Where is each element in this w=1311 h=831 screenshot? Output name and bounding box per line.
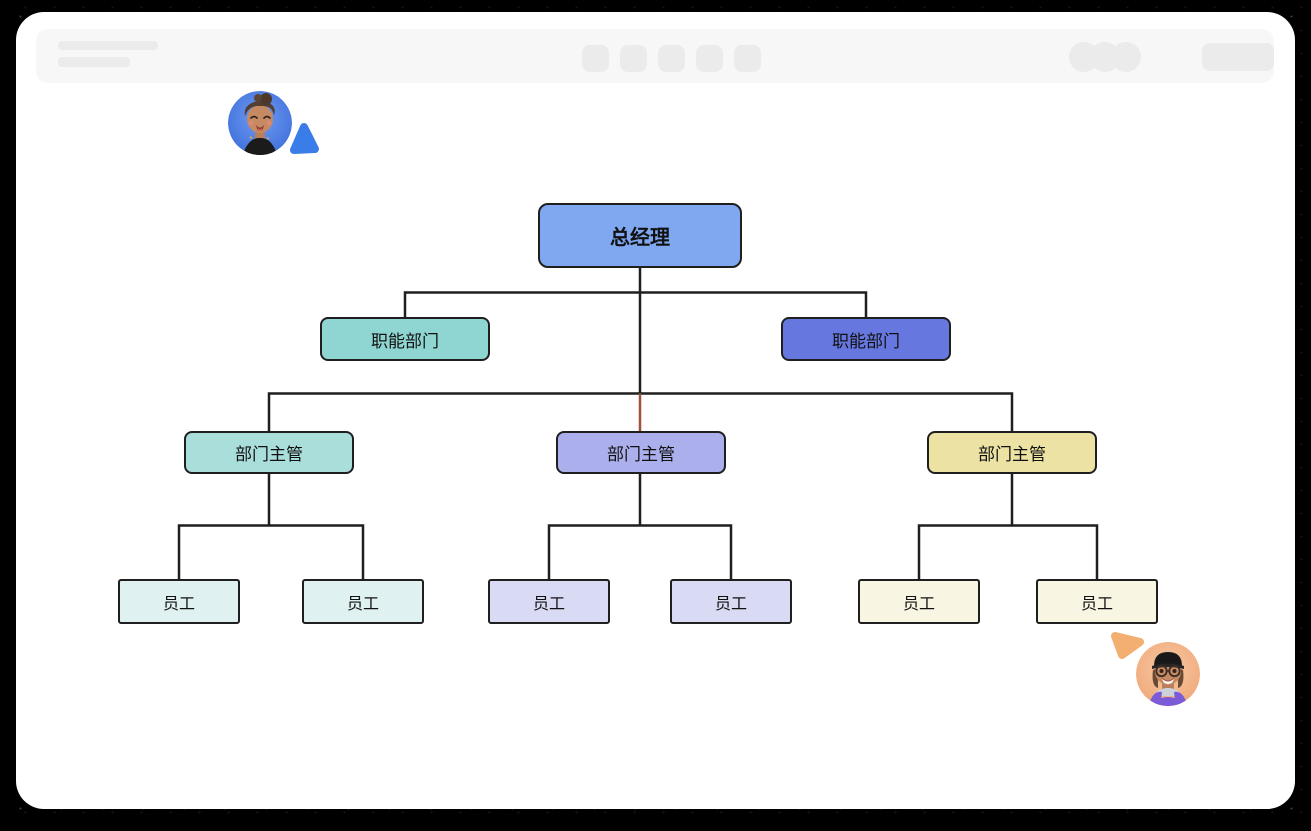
connector-level2	[403, 291, 868, 317]
org-node-label: 职能部门	[371, 331, 439, 351]
connector-group-middle	[547, 474, 733, 579]
org-node-label: 职能部门	[832, 331, 900, 351]
diagram-canvas[interactable]: 总经理 职能部门 职能部门 部门主管 部门主管 部门主管 员工 员工 员工 员工	[16, 12, 1295, 809]
browser-window: 总经理 职能部门 职能部门 部门主管 部门主管 部门主管 员工 员工 员工 员工	[16, 12, 1295, 809]
org-node-employee-1[interactable]: 员工	[118, 579, 240, 624]
browser-toolbar	[36, 29, 1274, 83]
org-node-employee-5[interactable]: 员工	[858, 579, 980, 624]
collaborator-avatar-placeholder	[1111, 42, 1141, 72]
org-node-label: 员工	[714, 595, 747, 613]
cursor-pointer-icon	[1111, 632, 1144, 659]
org-node-supervisor-right[interactable]: 部门主管	[927, 431, 1097, 474]
org-node-label: 员工	[902, 595, 935, 613]
collaborator-avatar-blue	[228, 91, 292, 155]
org-node-functional-dept-right[interactable]: 职能部门	[781, 317, 951, 361]
org-node-label: 员工	[1080, 595, 1113, 613]
org-node-supervisor-middle[interactable]: 部门主管	[556, 431, 726, 474]
org-node-label: 员工	[162, 595, 195, 613]
collaborator-cursor-blue	[285, 119, 325, 164]
org-node-employee-2[interactable]: 员工	[302, 579, 424, 624]
cursor-pointer-icon	[290, 123, 319, 154]
org-node-label: 员工	[346, 595, 379, 613]
collaborator-avatar-orange	[1136, 642, 1200, 706]
org-node-label: 总经理	[610, 227, 670, 249]
connector-group-left	[177, 474, 365, 579]
org-node-employee-4[interactable]: 员工	[670, 579, 792, 624]
org-node-label: 部门主管	[235, 445, 303, 464]
toolbar-tool-button[interactable]	[696, 45, 723, 72]
org-node-general-manager[interactable]: 总经理	[538, 203, 742, 268]
toolbar-skeleton-line	[58, 41, 158, 50]
toolbar-skeleton-line	[58, 57, 130, 67]
toolbar-tool-button[interactable]	[620, 45, 647, 72]
connector-group-right	[917, 474, 1099, 579]
connector-lines	[177, 268, 1099, 579]
avatar-illustration-blue	[228, 91, 292, 155]
org-node-employee-6[interactable]: 员工	[1036, 579, 1158, 624]
org-node-label: 部门主管	[607, 445, 675, 464]
toolbar-tool-button[interactable]	[582, 45, 609, 72]
org-node-label: 部门主管	[978, 445, 1046, 464]
org-node-label: 员工	[532, 595, 565, 613]
org-node-supervisor-left[interactable]: 部门主管	[184, 431, 354, 474]
toolbar-tool-button[interactable]	[734, 45, 761, 72]
toolbar-tool-button[interactable]	[658, 45, 685, 72]
collaborator-cursor-orange	[1107, 627, 1149, 668]
toolbar-action-button[interactable]	[1202, 43, 1274, 71]
org-node-employee-3[interactable]: 员工	[488, 579, 610, 624]
org-node-functional-dept-left[interactable]: 职能部门	[320, 317, 490, 361]
avatar-illustration-orange	[1136, 642, 1200, 706]
